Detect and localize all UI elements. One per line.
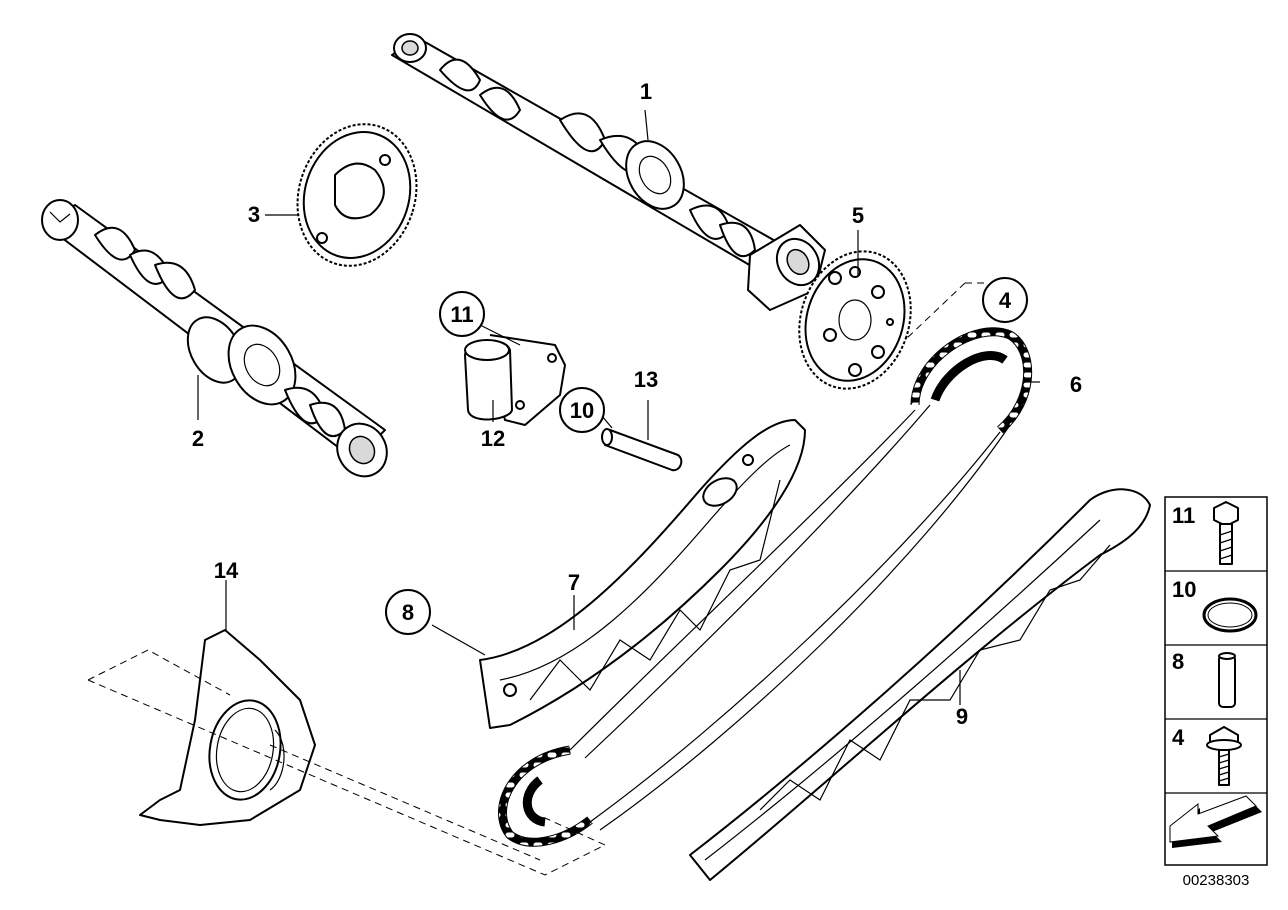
callout-11: 11 — [439, 291, 485, 337]
svg-text:13: 13 — [634, 367, 658, 392]
flange-bolt-icon — [1206, 726, 1242, 786]
svg-text:4: 4 — [999, 288, 1012, 313]
direction-arrow-icon — [1169, 795, 1262, 848]
camshaft-sprocket-lower — [798, 250, 912, 390]
svg-text:5: 5 — [852, 203, 864, 228]
callout-13: 13 — [634, 367, 658, 392]
svg-text:1: 1 — [640, 79, 652, 104]
callout-12: 12 — [481, 426, 505, 451]
bolt-icon — [1213, 501, 1239, 565]
guide-rail — [689, 488, 1151, 881]
svg-text:2: 2 — [192, 426, 204, 451]
callout-9: 9 — [956, 704, 968, 729]
exhaust-camshaft — [41, 199, 388, 478]
svg-text:7: 7 — [568, 570, 580, 595]
svg-text:8: 8 — [1172, 649, 1184, 674]
callout-3: 3 — [248, 202, 260, 227]
o-ring-icon — [1202, 597, 1258, 633]
tensioner-rail — [479, 419, 806, 729]
callout-2: 2 — [192, 426, 204, 451]
callout-4: 4 — [982, 277, 1028, 323]
pin-icon — [1218, 652, 1236, 708]
legend-row-11: 11 — [1172, 501, 1239, 565]
svg-text:11: 11 — [1172, 503, 1195, 528]
callout-5: 5 — [852, 203, 864, 228]
svg-text:11: 11 — [450, 302, 473, 327]
svg-text:4: 4 — [1172, 725, 1185, 750]
callout-14: 14 — [214, 558, 239, 583]
svg-text:6: 6 — [1070, 372, 1082, 397]
document-number: 00238303 — [1183, 872, 1250, 889]
svg-text:3: 3 — [248, 202, 260, 227]
chain-cover — [139, 629, 316, 826]
callout-1: 1 — [640, 79, 652, 104]
tensioner-pin — [601, 428, 683, 472]
assembly-reference-lines — [87, 282, 985, 876]
legend-row-4: 4 — [1172, 725, 1242, 786]
fastener-legend: 11 10 8 4 — [1164, 496, 1268, 866]
legend-row-10: 10 — [1172, 577, 1258, 633]
chain-tensioner — [464, 334, 566, 426]
callout-7: 7 — [568, 570, 580, 595]
svg-text:12: 12 — [481, 426, 505, 451]
timing-chain-upper — [910, 327, 1033, 434]
chain-strand-lines — [569, 404, 1011, 831]
callout-10: 10 — [559, 387, 605, 433]
timing-chain-lower — [498, 745, 593, 847]
legend-row-8: 8 — [1172, 649, 1236, 708]
svg-text:9: 9 — [956, 704, 968, 729]
svg-text:10: 10 — [1172, 577, 1196, 602]
svg-text:00238303: 00238303 — [1183, 872, 1250, 889]
callout-8: 8 — [385, 589, 431, 635]
callout-6: 6 — [1070, 372, 1082, 397]
intake-camshaft — [391, 33, 826, 311]
svg-text:14: 14 — [214, 558, 239, 583]
svg-text:10: 10 — [570, 398, 594, 423]
svg-text:8: 8 — [402, 600, 414, 625]
camshaft-sprocket-upper — [296, 123, 418, 267]
